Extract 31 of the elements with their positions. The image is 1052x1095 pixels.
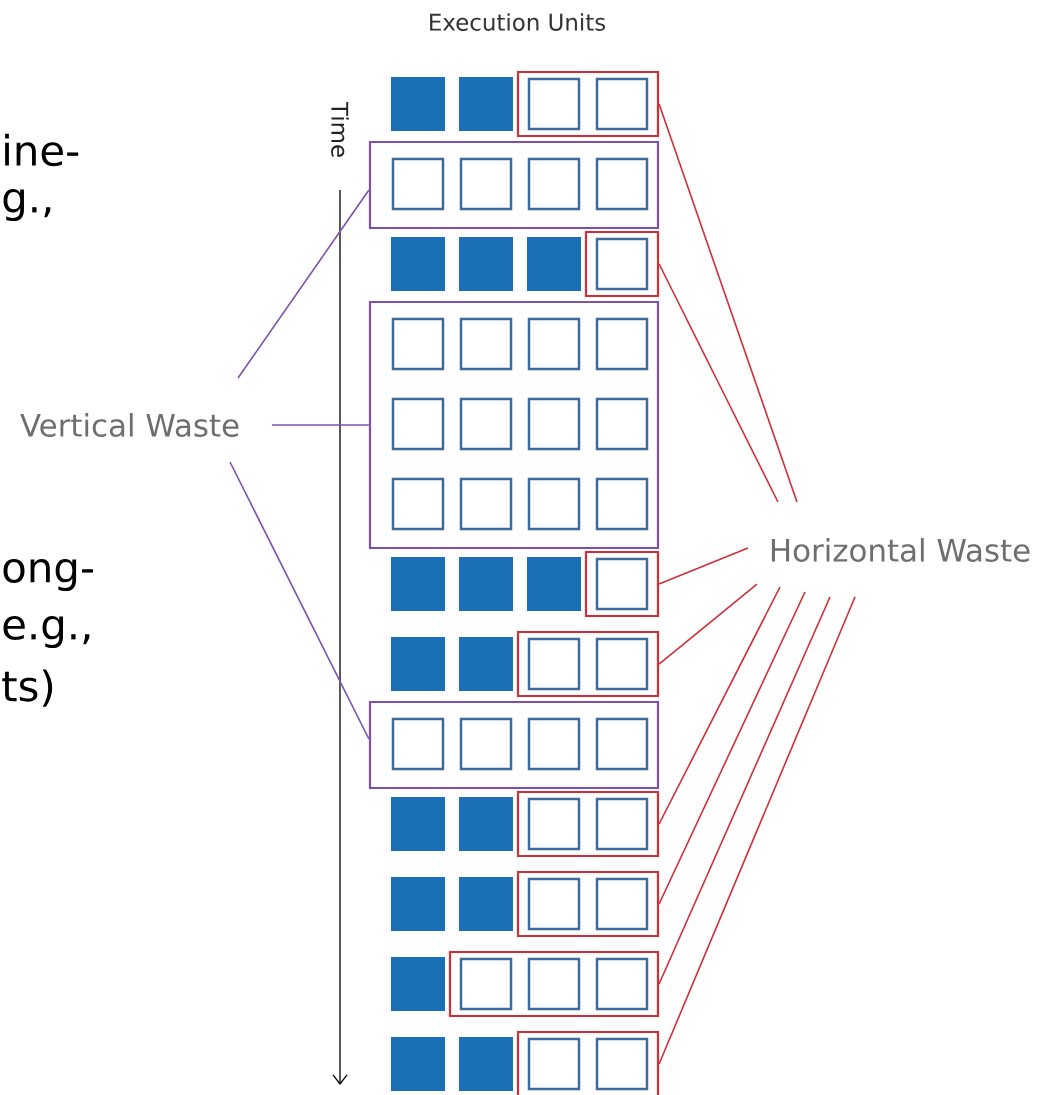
highlight-box <box>448 950 660 1018</box>
highlight-box <box>584 550 660 618</box>
text-fragment: g., <box>3 188 51 222</box>
leader-line <box>658 103 798 503</box>
highlight-box <box>516 870 660 938</box>
highlight-box <box>584 230 660 298</box>
leader-line <box>658 596 831 985</box>
highlight-box <box>516 790 660 858</box>
highlight-box <box>368 700 660 790</box>
text-fragment: ong- <box>3 558 93 592</box>
highlight-box <box>368 300 660 550</box>
callout-label: Horizontal Waste <box>771 538 1030 562</box>
highlight-box <box>516 630 660 698</box>
leader-line <box>658 583 758 665</box>
highlight-box <box>368 140 660 230</box>
leader-line <box>658 547 749 585</box>
highlight-box <box>516 70 660 138</box>
axis-label: Time <box>331 101 349 157</box>
text-fragment: ts) <box>2 669 53 707</box>
highlight-box <box>516 1030 660 1095</box>
leader-line <box>658 591 806 905</box>
leader-line <box>658 596 856 1065</box>
axis-label: Execution Units <box>430 13 606 31</box>
text-fragment: ine- <box>5 133 79 167</box>
leader-line <box>658 263 779 503</box>
leader-line <box>229 461 370 740</box>
leader-line <box>237 189 370 379</box>
callout-label: Vertical Waste <box>20 413 239 437</box>
leader-line <box>658 586 781 825</box>
leader-line <box>271 424 370 426</box>
text-fragment: e.g., <box>3 615 90 649</box>
